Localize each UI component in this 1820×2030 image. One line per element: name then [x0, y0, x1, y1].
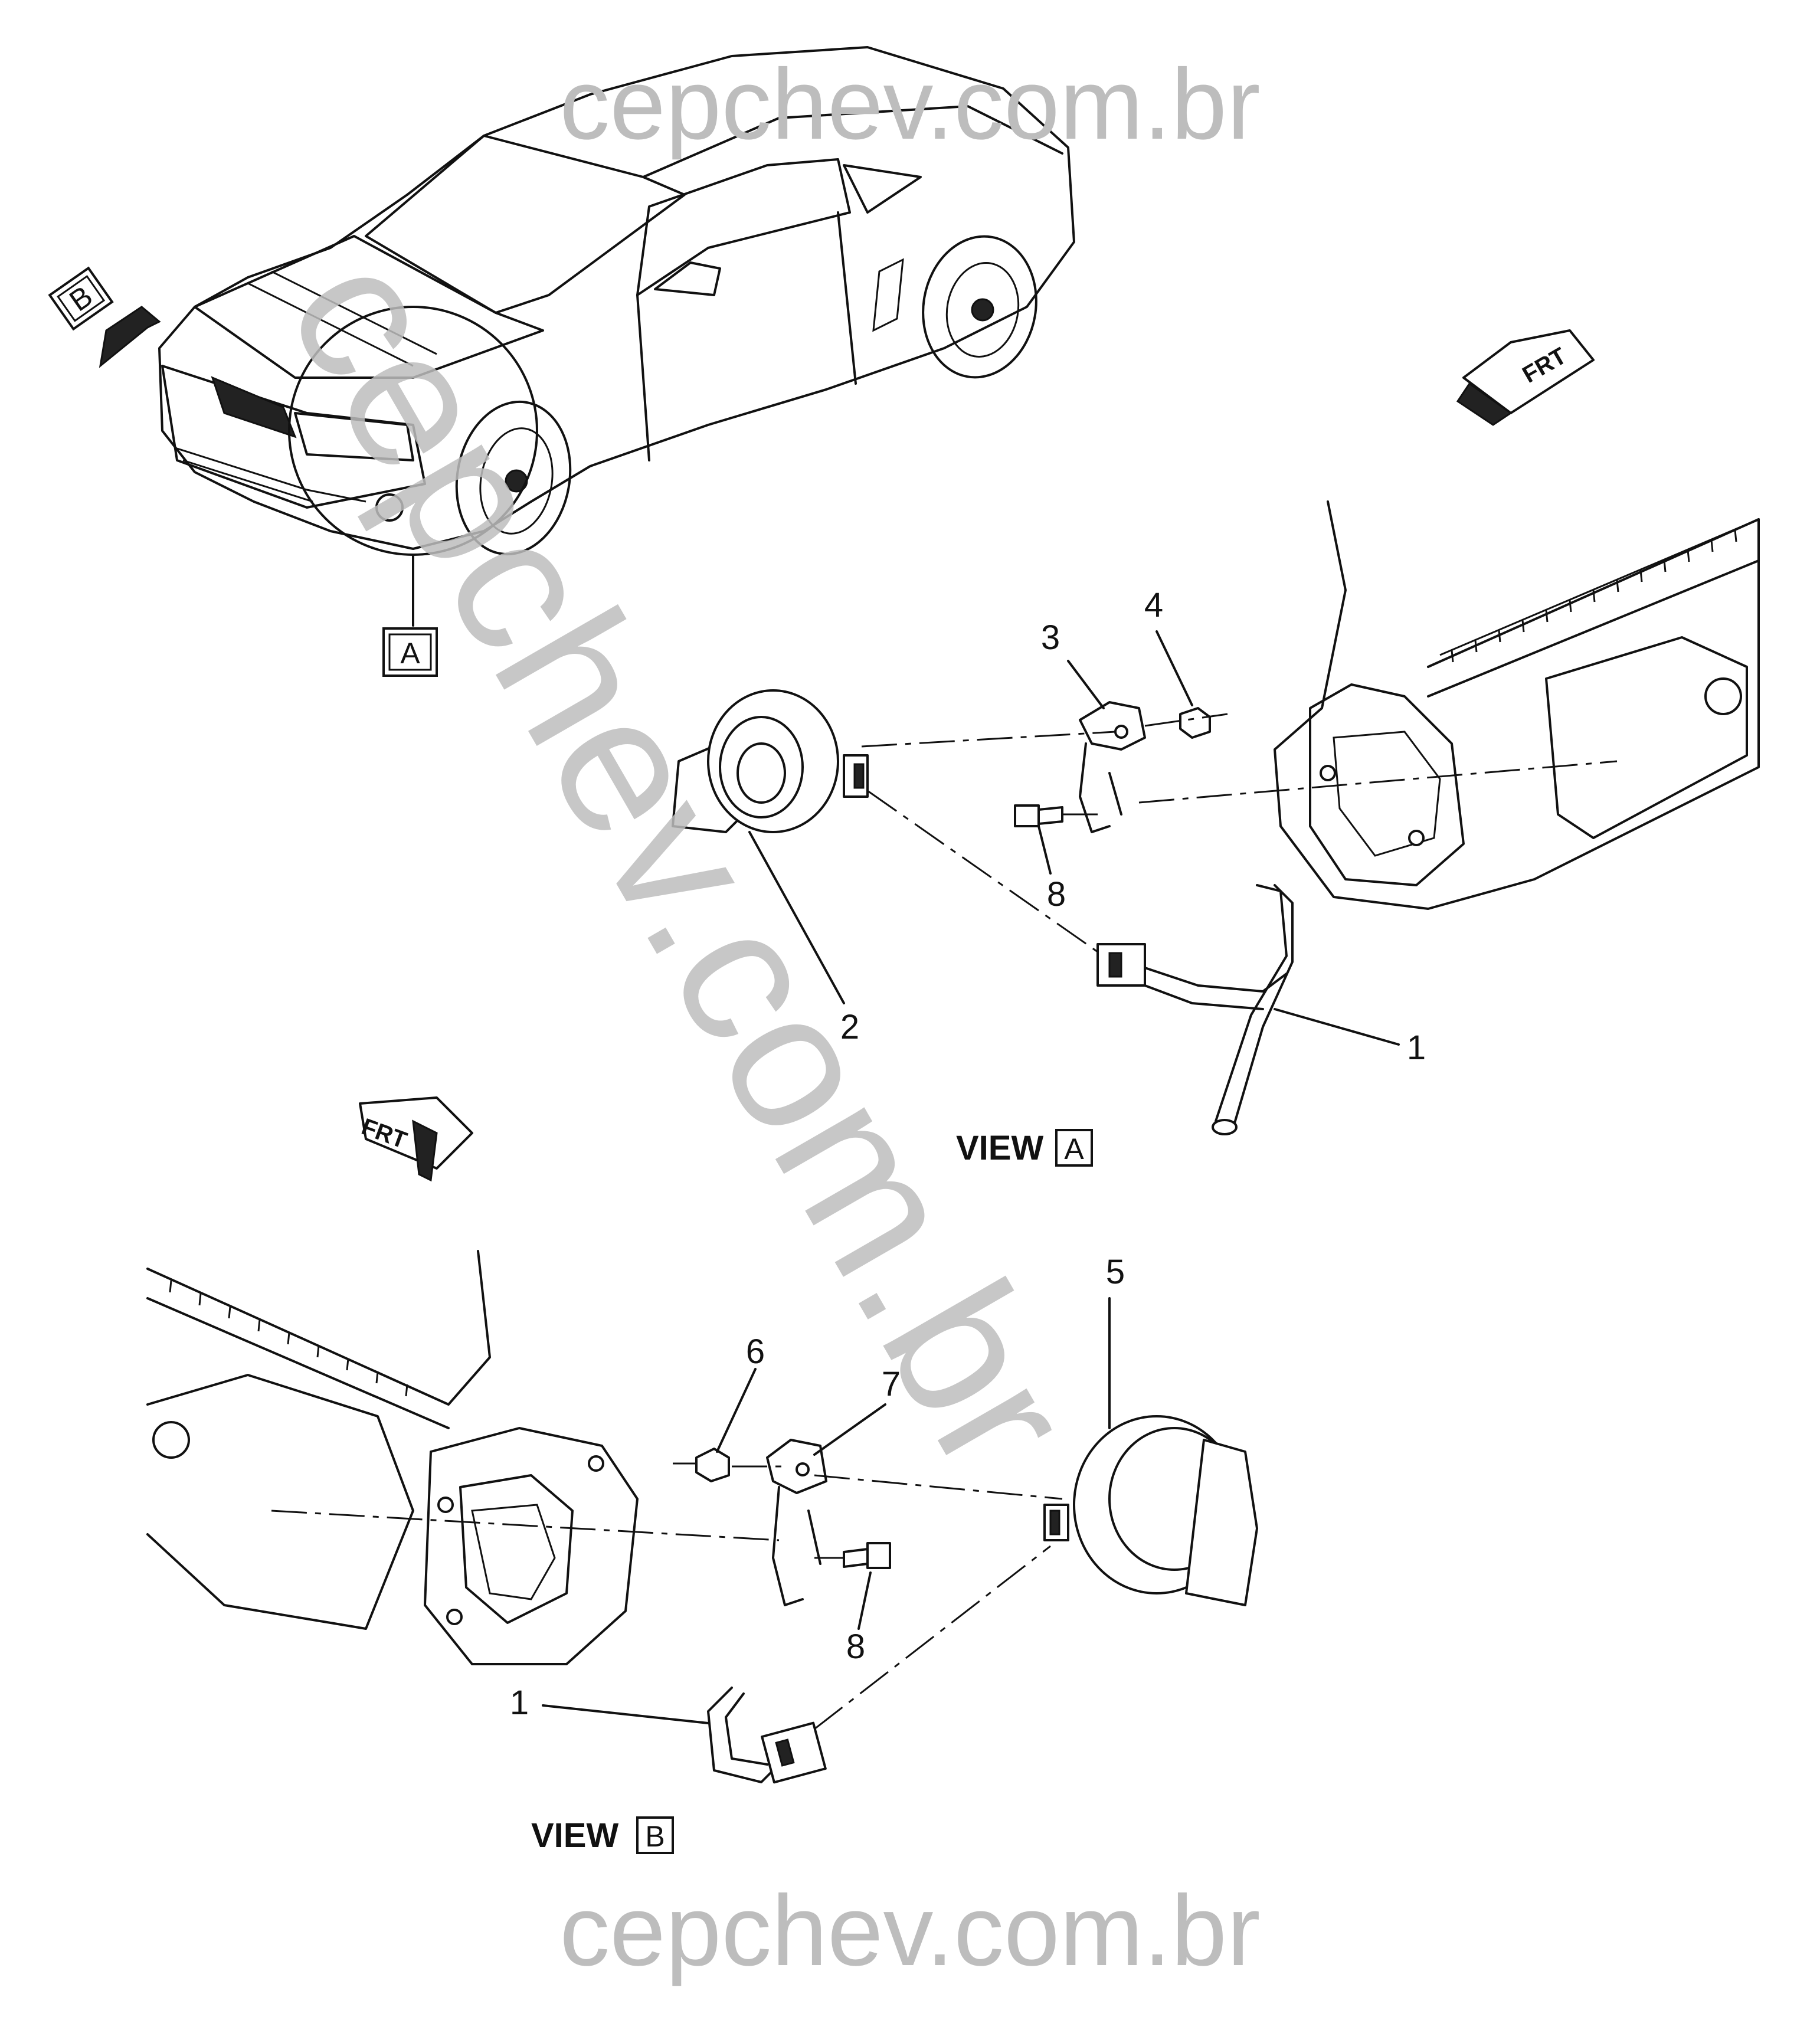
view-marker-a: A: [382, 627, 438, 677]
nut-view-a: [1179, 707, 1211, 739]
view-marker-a-label: A: [400, 637, 420, 670]
view-a-diagram: 3 4 8 2 1 VIEW A: [672, 500, 1760, 1167]
view-b-diagram: 6 7 5 8 1 VIEW B: [146, 1250, 1258, 1855]
horn-view-b: [1043, 1415, 1258, 1606]
view-b-callout-7: 7: [882, 1365, 901, 1403]
view-b-callout-1: 1: [510, 1684, 529, 1722]
harness-view-b: [707, 1687, 827, 1784]
bolt-view-b: [843, 1542, 891, 1569]
horn-bracket-view-a: [1079, 701, 1146, 833]
harness-view-a: [1096, 884, 1294, 1135]
view-a-callout-1: 1: [1407, 1029, 1426, 1067]
view-b-label-box: B: [645, 1820, 665, 1853]
bolt-view-a: [1014, 804, 1063, 827]
view-b-label: VIEW B: [531, 1816, 674, 1855]
view-marker-b: B: [48, 266, 114, 331]
frame-rail-serration-b: [169, 1280, 408, 1397]
horn-view-a: [672, 689, 869, 833]
nut-view-b: [695, 1448, 730, 1482]
view-b-callout-6: 6: [746, 1332, 765, 1371]
view-b-label-prefix: VIEW: [531, 1816, 618, 1855]
watermark-bottom: cepchev.com.br: [559, 1875, 1260, 1987]
view-a-label: VIEW A: [956, 1129, 1093, 1167]
view-a-label-box: A: [1064, 1132, 1084, 1165]
frt-arrow-upper-icon: FRT: [1456, 329, 1595, 426]
view-a-callout-2: 2: [840, 1008, 859, 1046]
horn-bracket-view-b: [766, 1439, 827, 1606]
frt-arrow-lower-icon: FRT: [358, 1096, 473, 1182]
frame-rail-serration: [1439, 518, 1759, 663]
view-a-callout-3: 3: [1041, 618, 1060, 657]
watermark-top: cepchev.com.br: [559, 48, 1260, 161]
view-a-label-prefix: VIEW: [956, 1129, 1043, 1167]
car-overview: [99, 46, 1075, 627]
watermark-diagonal: cepchev.com.br: [246, 219, 1116, 1507]
view-b-callout-8: 8: [846, 1628, 865, 1666]
view-b-arrow-icon: [99, 306, 161, 368]
view-a-callout-8: 8: [1047, 875, 1066, 914]
view-a-callout-4: 4: [1144, 586, 1163, 624]
view-b-callout-5: 5: [1106, 1253, 1125, 1291]
